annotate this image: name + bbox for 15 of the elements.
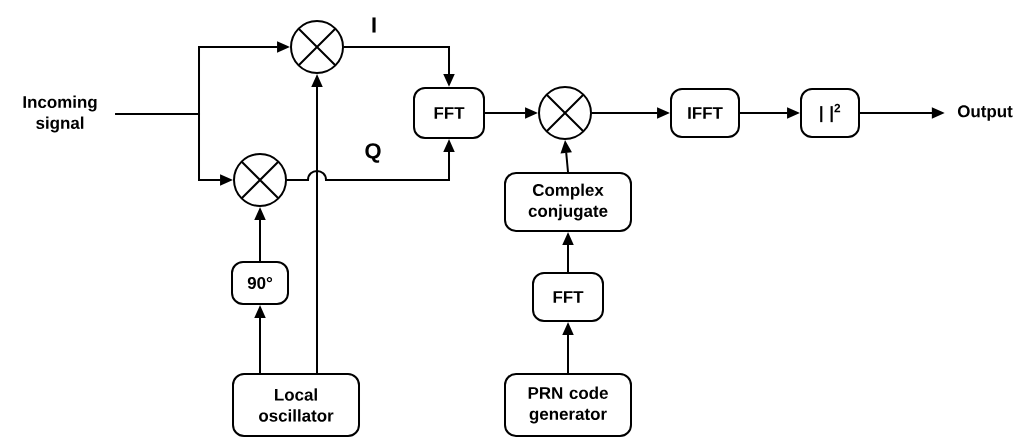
signal-label: Output <box>957 105 1013 121</box>
mixer-circle <box>233 153 287 207</box>
process-box: | |$^{2}$ <box>800 88 860 138</box>
signal-label: I <box>372 17 376 33</box>
process-box: 90° <box>231 261 289 305</box>
process-box: FFT <box>413 87 485 139</box>
signal-label: Incoming signal <box>23 95 97 133</box>
mixer-circle <box>290 20 344 74</box>
mixer-circle <box>538 86 592 140</box>
process-box: FFT <box>532 272 604 322</box>
signal-label: Q <box>365 143 381 163</box>
process-box: Local oscillator <box>232 373 360 437</box>
process-box: IFFT <box>670 88 740 138</box>
process-box: PRN code generator <box>504 373 632 437</box>
process-box: Complex conjugate <box>504 172 632 232</box>
